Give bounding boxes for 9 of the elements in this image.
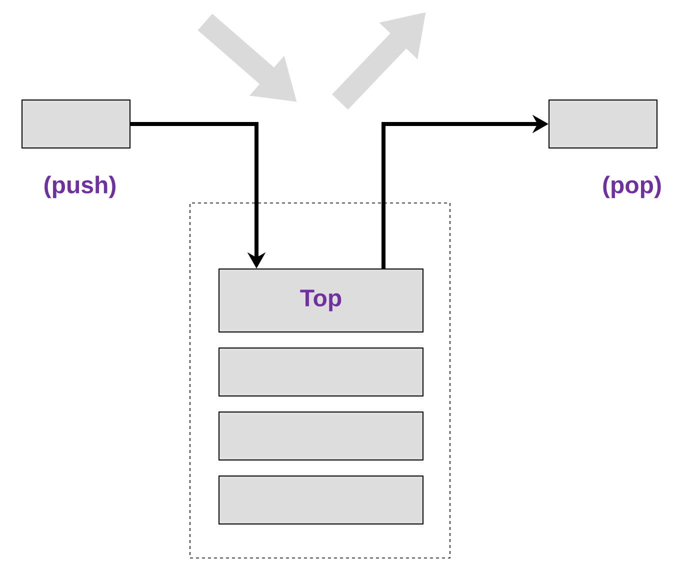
top-slot: Top: [218, 268, 424, 332]
stack-container: [190, 202, 450, 558]
stack-slot: [218, 476, 424, 524]
element-box: [22, 100, 130, 148]
operation-label: (push): [44, 176, 116, 198]
element-box: [548, 100, 658, 148]
operation-label: (pop): [603, 176, 661, 198]
stack-slot: [218, 348, 424, 396]
stack-slot: [218, 412, 424, 460]
